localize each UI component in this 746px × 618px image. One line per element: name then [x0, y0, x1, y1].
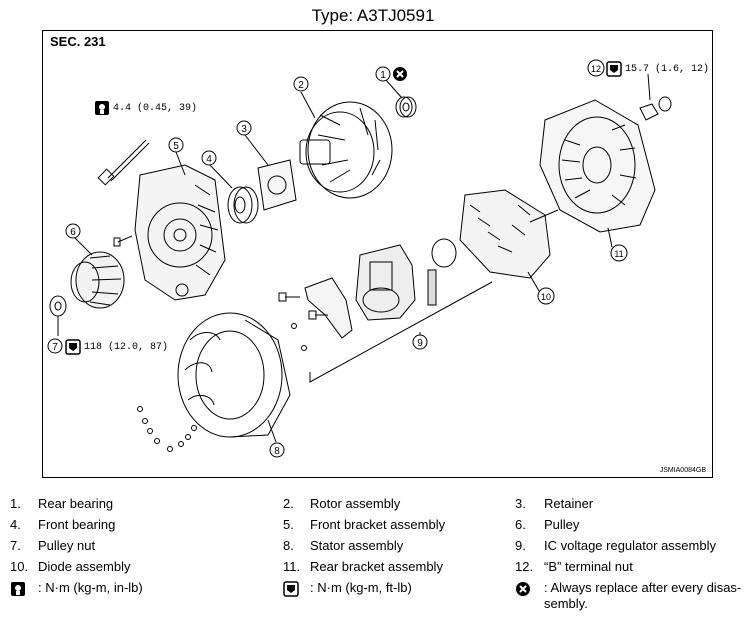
torque-wrench-icon: [283, 581, 299, 597]
svg-text:1: 1: [380, 70, 386, 81]
pulley-nut-drawing: [49, 295, 67, 317]
svg-text:4: 4: [206, 154, 212, 165]
pulley-nut-torque-value: 118 (12.0, 87): [84, 341, 169, 353]
svg-text:6: 6: [70, 227, 76, 238]
through-bolt-drawing: [97, 139, 150, 186]
screw-drawing: [113, 235, 133, 247]
svg-text:8: 8: [274, 446, 280, 457]
torque-wrench-icon: [65, 339, 81, 355]
svg-text:12: 12: [591, 64, 601, 74]
svg-text:7: 7: [52, 342, 58, 353]
torque-wrench-icon: [95, 101, 109, 115]
snap-ring-drawing: [431, 238, 457, 268]
replace-always-icon: [393, 67, 407, 81]
rotor-drawing: [299, 101, 393, 199]
torque-wrench-icon: [11, 582, 25, 596]
torque-wrench-icon: [606, 61, 622, 77]
callout-7: 7: [47, 338, 63, 354]
replace-always-icon: [516, 582, 530, 596]
svg-text:5: 5: [173, 141, 179, 152]
svg-text:3: 3: [241, 124, 247, 135]
callout-2: 2: [293, 76, 309, 92]
rear-bracket-drawing: [539, 99, 656, 233]
image-code: JSMIA0084GB: [659, 467, 706, 474]
front-bracket-drawing: [134, 164, 226, 301]
stator-screws-drawing: [137, 323, 307, 452]
callout-11: 11: [610, 244, 628, 262]
diagram-title: Type: A3TJ0591: [311, 6, 435, 25]
ic-regulator-drawing: [278, 244, 437, 339]
callout-6: 6: [65, 223, 81, 239]
callout-5: 5: [168, 137, 184, 153]
stator-drawing: [177, 312, 291, 438]
pulley-drawing: [70, 251, 125, 309]
b-terminal-torque: 15.7 (1.6, 12): [606, 61, 709, 77]
bolt-torque: 4.4 (0.45, 39): [94, 100, 197, 116]
svg-text:11: 11: [614, 249, 623, 259]
b-terminal-torque-value: 15.7 (1.6, 12): [625, 63, 710, 75]
callout-10: 10: [537, 287, 555, 305]
front-bearing-drawing: [227, 186, 259, 224]
diode-assembly-drawing: [459, 189, 559, 279]
b-terminal-nut-drawing: [639, 96, 672, 121]
retainer-drawing: [257, 159, 297, 211]
rear-bearing-drawing: [395, 96, 417, 118]
bolt-torque-value: 4.4 (0.45, 39): [113, 102, 198, 114]
svg-text:10: 10: [541, 292, 551, 302]
svg-text:9: 9: [417, 338, 423, 349]
svg-text:2: 2: [298, 80, 304, 91]
section-label: SEC. 231: [50, 34, 106, 49]
pulley-nut-torque: 118 (12.0, 87): [65, 339, 168, 355]
leader-lines: [57, 73, 651, 443]
callout-12: 12: [587, 59, 605, 77]
diagram-frame: [42, 30, 713, 478]
callout-3: 3: [236, 120, 252, 136]
callout-4: 4: [201, 150, 217, 166]
callout-8: 8: [269, 442, 285, 458]
callout-1: 1: [375, 66, 391, 82]
callout-9: 9: [412, 334, 428, 350]
